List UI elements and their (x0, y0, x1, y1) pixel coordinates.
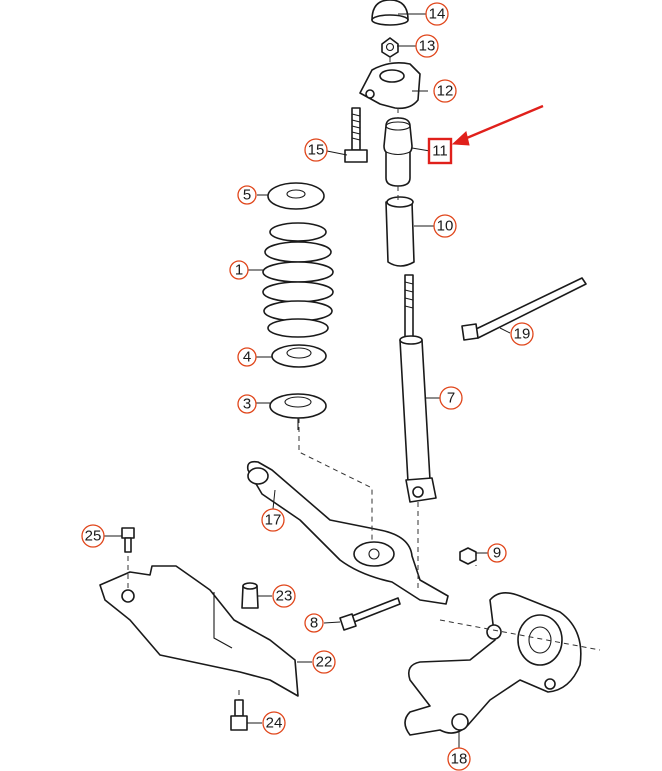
wheel-carrier-part-18 (404, 592, 582, 736)
callout-label-12: 12 (437, 83, 454, 100)
callout-17: 17 (261, 508, 285, 532)
callout-5: 5 (237, 185, 257, 205)
callout-label-8: 8 (310, 615, 318, 632)
callout-label-9: 9 (493, 545, 501, 562)
callout-19: 19 (510, 322, 534, 346)
callout-label-11: 11 (432, 143, 448, 160)
callout-label-14: 14 (429, 6, 446, 23)
dust-cap-part-14 (371, 0, 409, 26)
lower-spring-seat-part-4 (271, 344, 327, 368)
callout-24: 24 (262, 711, 286, 735)
assembly-guide-lines (127, 57, 601, 700)
callout-label-4: 4 (243, 349, 251, 366)
callout-1: 1 (229, 260, 249, 280)
callout-4: 4 (237, 347, 257, 367)
bump-stop-part-11 (383, 117, 413, 187)
callout-label-24: 24 (266, 715, 283, 732)
red-indicator-arrow (451, 104, 544, 146)
callout-25: 25 (81, 524, 105, 548)
callout-label-7: 7 (447, 390, 455, 407)
callout-11: 11 (427, 137, 453, 165)
nut-part-13 (381, 37, 399, 58)
bush-part-23 (241, 582, 259, 609)
screw-part-25 (121, 527, 135, 553)
callout-9: 9 (487, 543, 507, 563)
bolt-part-24 (230, 699, 248, 731)
callout-label-17: 17 (265, 512, 282, 529)
lower-control-arm-part-17 (246, 460, 449, 605)
spring-pad-part-3 (269, 393, 327, 430)
upper-mount-part-12 (359, 62, 421, 110)
bolt-part-8 (339, 597, 401, 631)
callout-12: 12 (433, 79, 457, 103)
callout-label-5: 5 (243, 187, 251, 204)
callout-leaders (104, 13, 511, 749)
callout-10: 10 (433, 214, 457, 238)
callout-label-1: 1 (235, 262, 243, 279)
callout-14: 14 (425, 2, 449, 26)
callout-label-15: 15 (308, 142, 325, 159)
cable-tie-part-19 (461, 277, 587, 341)
callout-label-22: 22 (316, 654, 333, 671)
callout-3: 3 (237, 394, 257, 414)
callout-22: 22 (312, 650, 336, 674)
callout-11-highlight-box (427, 137, 453, 165)
bolt-part-15 (344, 107, 368, 163)
coil-spring-part-1 (262, 222, 334, 338)
callout-label-3: 3 (243, 396, 251, 413)
callout-label-18: 18 (451, 751, 468, 768)
callout-18: 18 (447, 747, 471, 771)
callout-23: 23 (272, 584, 296, 608)
callout-label-13: 13 (419, 38, 436, 55)
callout-15: 15 (304, 138, 328, 162)
callout-13: 13 (415, 34, 439, 58)
callout-label-10: 10 (437, 218, 454, 235)
nut-part-9 (459, 547, 477, 565)
callout-label-25: 25 (85, 528, 102, 545)
callout-label-19: 19 (514, 326, 531, 343)
upper-spring-seat-part-5 (267, 182, 325, 210)
callout-7: 7 (439, 386, 463, 410)
callout-8: 8 (304, 613, 324, 633)
dust-boot-part-10 (385, 196, 415, 267)
callout-label-23: 23 (276, 588, 293, 605)
shock-absorber-part-7 (399, 274, 437, 503)
trailing-arm-bracket-part-22 (99, 565, 299, 697)
